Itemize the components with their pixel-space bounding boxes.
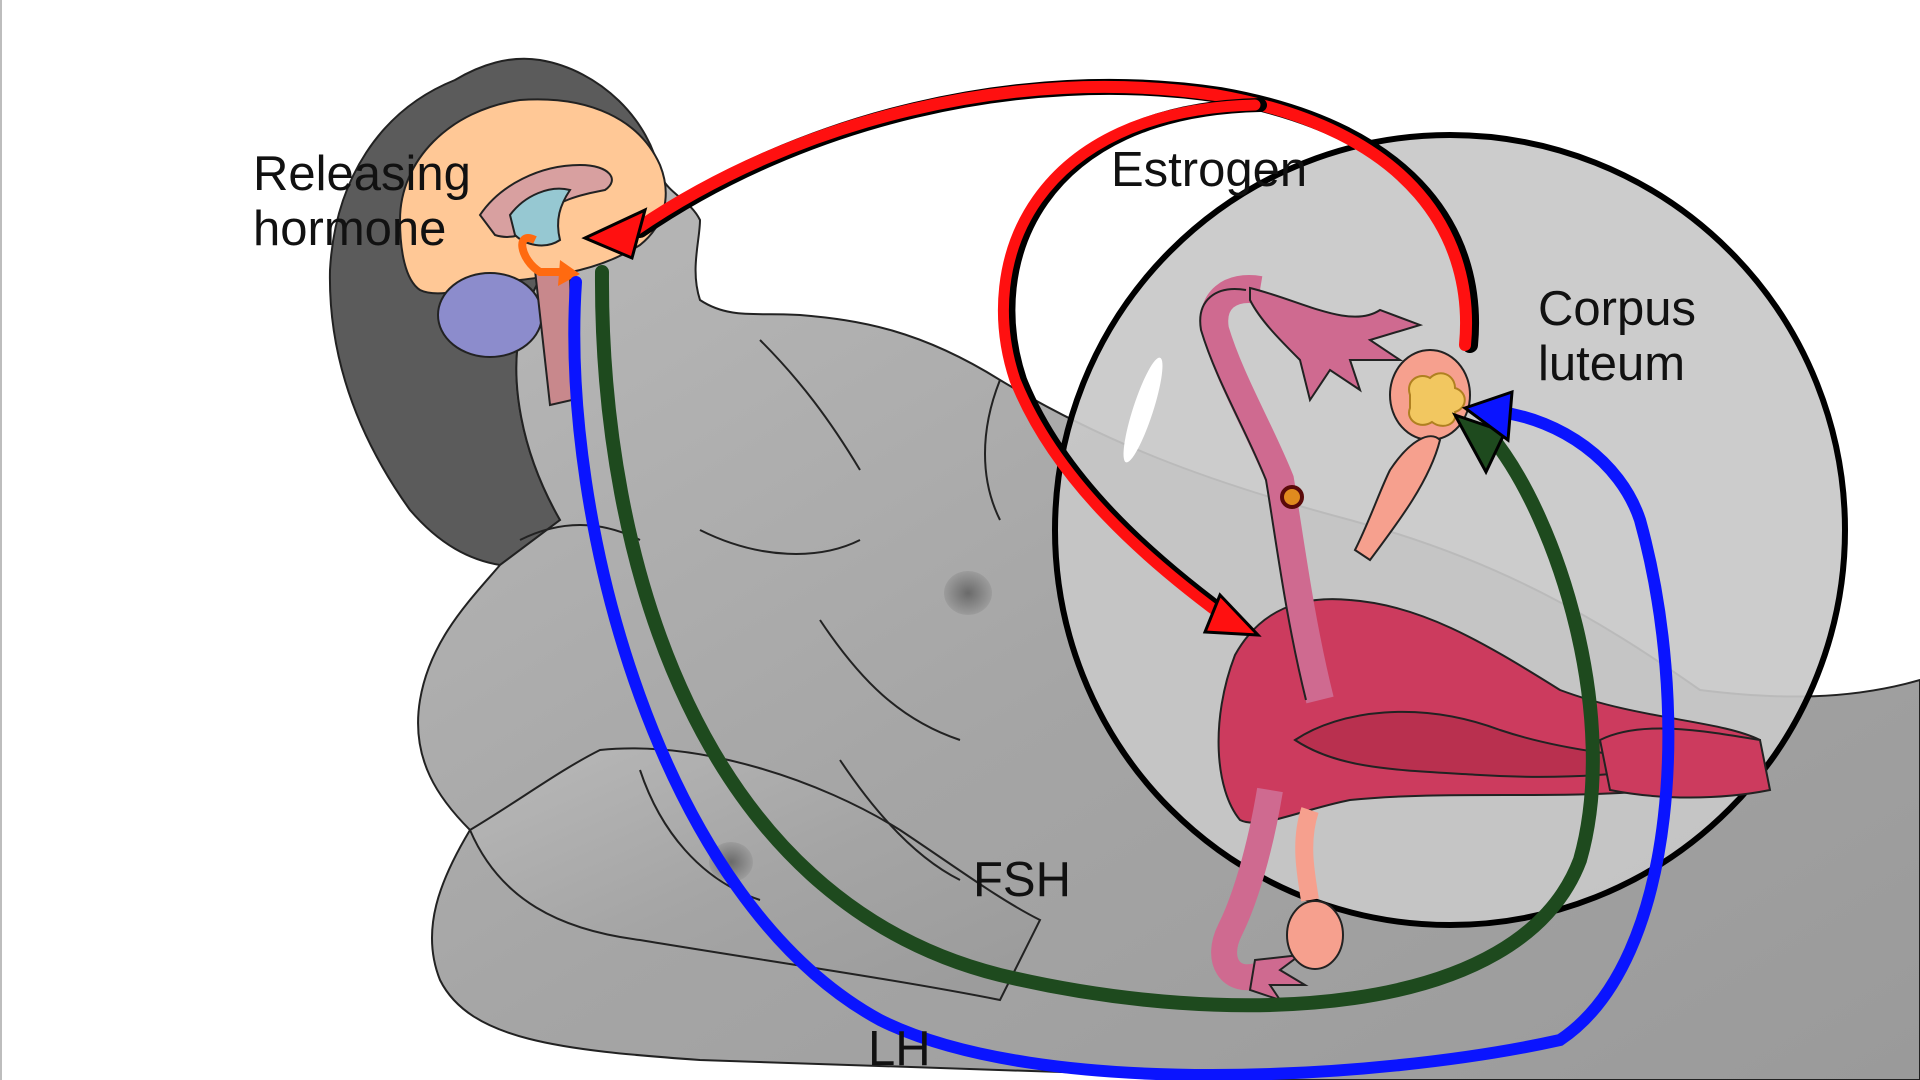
estrogen-arrow-to-uterus — [998, 99, 1261, 631]
fsh-arrow — [594, 265, 1600, 1013]
estrogen-arrow-to-brain — [629, 80, 1472, 351]
hormone-arrows — [568, 78, 1675, 1080]
label-corpus-line-2: luteum — [1538, 337, 1686, 391]
nipple-upper — [944, 571, 992, 615]
cerebellum — [437, 272, 543, 358]
ovarian-ligament-upper — [1353, 435, 1442, 562]
label-fsh: FSH — [973, 853, 1071, 907]
left-tube — [1211, 787, 1283, 991]
body-contours — [519, 339, 1001, 901]
ovarian-ligament-lower — [1295, 807, 1319, 902]
estrogen-arrowhead-uterus — [1202, 592, 1262, 637]
lh-arrow — [568, 276, 1675, 1080]
lh-arrowhead — [1461, 389, 1514, 443]
lower-ovary — [1286, 900, 1344, 970]
right-tube-outline — [1199, 288, 1307, 701]
vagina — [1598, 727, 1772, 799]
label-estrogen: Estrogen — [1111, 143, 1308, 197]
estrogen-arrowhead-brain — [581, 207, 648, 261]
label-corpus-luteum: Corpus luteum — [1538, 282, 1696, 392]
hypothalamus-arrow — [518, 234, 565, 276]
label-releasing-line-1: Releasing — [253, 147, 471, 201]
label-releasing-hormone: Releasing hormone — [253, 147, 471, 257]
reproductive-organs — [1199, 275, 1772, 1002]
corpus-luteum — [1408, 372, 1466, 427]
right-tube-loop — [1200, 275, 1334, 704]
magnifier-glint — [1123, 357, 1163, 463]
ventricle — [508, 187, 572, 247]
label-lh: LH — [868, 1022, 931, 1076]
right-fimbria — [1249, 286, 1424, 403]
label-releasing-line-2: hormone — [253, 202, 447, 256]
ovum-marker — [1280, 485, 1304, 509]
hypothalamus-arrowhead — [558, 260, 580, 286]
label-corpus-line-1: Corpus — [1538, 282, 1696, 336]
